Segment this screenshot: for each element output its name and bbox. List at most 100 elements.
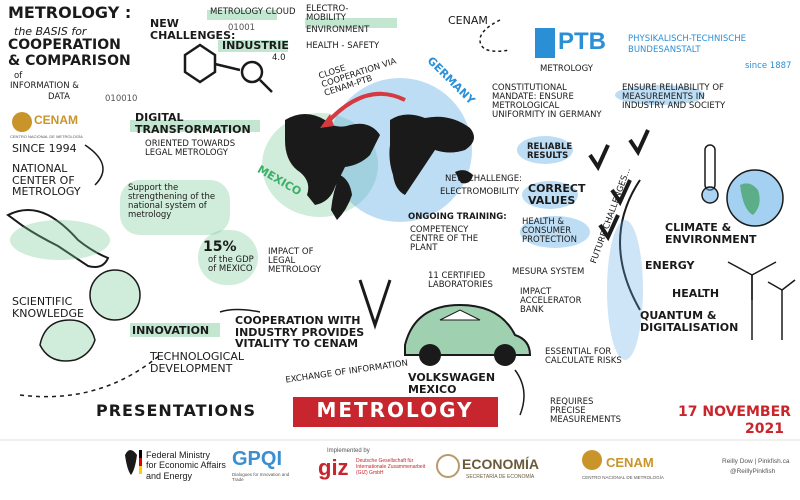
check-icon — [598, 214, 620, 242]
environment-text: ENVIRONMENT — [306, 25, 370, 35]
climate-text: CLIMATE & ENVIRONMENT — [665, 221, 757, 246]
arrow — [219, 308, 261, 313]
giz-sub: Deutsche Gesellschaft für Internationale… — [356, 458, 426, 476]
support-text: Support the strengthening of the nationa… — [128, 183, 216, 220]
strip-industrie — [218, 40, 288, 52]
comparison-text: & COMPARISON — [8, 53, 131, 69]
ptb-since: since 1887 — [745, 61, 792, 71]
vw-mexico: VOLKSWAGEN MEXICO — [408, 371, 496, 396]
new-challenge-label: NEW CHALLENGE: — [445, 174, 522, 184]
dashed-arrow — [479, 19, 511, 52]
data-text: DATA — [48, 92, 70, 102]
bmwi-line1: Federal Ministry — [146, 450, 211, 460]
energy-text: ENERGY — [645, 259, 695, 272]
health-future-text: HEALTH — [672, 287, 720, 300]
thermometer-bulb — [701, 186, 719, 204]
thermometer-icon — [704, 144, 716, 191]
metrology-cloud-text: METROLOGY CLOUD — [210, 7, 296, 17]
health-consumer: HEALTH & CONSUMER PROTECTION — [522, 217, 577, 245]
check-icon — [588, 144, 610, 172]
correct-values: CORRECT VALUES — [528, 182, 586, 207]
ptb-logo-mark — [535, 28, 555, 58]
arrow-head — [320, 114, 334, 128]
metrology-banner-text: METROLOGY — [316, 398, 474, 422]
reliable-results: RELIABLE RESULTS — [527, 142, 573, 161]
metrology-title: METROLOGY : — [8, 3, 132, 22]
gpqi-logo: GPQI — [232, 448, 283, 470]
industrie-text: INDUSTRIE — [222, 39, 289, 52]
date-line2: 2021 — [745, 421, 784, 437]
health-safety-text: HEALTH - SAFETY — [306, 41, 380, 51]
vw-beetle-icon — [404, 303, 532, 366]
bmwi-logo: Federal Ministry for Economic Affairs an… — [146, 450, 226, 481]
check-icon — [628, 129, 650, 157]
cooperation-industry: COOPERATION with INDUSTRY PROVIDES VITAL… — [235, 314, 365, 351]
oriented-text: ORIENTED TOWARDS LEGAL METROLOGY — [145, 139, 236, 158]
constitutional-text: CONSTITUTIONAL MANDATE: ENSURE METROLOGI… — [492, 83, 602, 120]
blob-health — [520, 216, 590, 248]
strip-environment — [305, 18, 397, 28]
ptb-logo: PTB — [558, 28, 606, 55]
basis-text: the BASIS for — [14, 25, 87, 38]
economia-seal-icon — [436, 454, 460, 478]
electromobility-map-text: ELECTROMOBILITY — [440, 187, 520, 197]
mesura-system: MESURA SYSTEM — [512, 267, 585, 277]
globe-land — [740, 183, 760, 215]
gdp-percent: 15% — [203, 239, 237, 255]
national-center-text: NATIONAL CENTER of METROLOGY — [12, 162, 81, 199]
economia-logo: ECONOMÍA — [462, 456, 539, 472]
arrow — [514, 369, 525, 416]
wind-turbine-icon — [727, 261, 796, 340]
quantum-text: QUANTUM & DIGITALISATION — [640, 309, 739, 334]
dashed-arrow — [19, 354, 161, 398]
blob-gdp — [198, 230, 258, 285]
innovation-text: INNOVATION — [132, 324, 210, 337]
gdp-text: of the GDP of MEXICO — [208, 255, 254, 274]
ptb-name-line2: BUNDESANSTALT — [628, 45, 701, 55]
of-text: of — [14, 71, 23, 81]
blob-correct — [522, 181, 578, 209]
presentations-title: PRESENTATIONS — [96, 401, 257, 420]
essential-text: ESSENTIAL for CALCULATE RISKS — [545, 347, 622, 366]
credit-line1: Reilly Dow | Pinkfish.ca — [722, 458, 790, 465]
economia-sub: SECRETARÍA DE ECONOMÍA — [466, 474, 535, 480]
ongoing-training: ONGOING TRAINING: — [408, 212, 507, 222]
check-icon — [610, 179, 632, 207]
binary-text: 01001 — [228, 23, 256, 33]
bmwi-line2: for Economic Affairs — [146, 460, 226, 471]
blob-reliable — [517, 136, 573, 164]
digital-transformation-text: DIGITAL TRANSFORMATION — [135, 111, 251, 136]
information-text: INFORMATION & — [10, 81, 79, 91]
australia-shape — [455, 170, 473, 184]
blob-support — [120, 180, 230, 235]
certified-labs: 11 CERTIFIED LABORATORIES — [428, 271, 493, 290]
mexico-map — [6, 209, 110, 268]
strip-digital — [130, 120, 260, 132]
scientific-knowledge: SCIENTIFIC KNOWLEDGE — [12, 295, 84, 320]
arrow — [84, 144, 104, 186]
impact-legal-text: IMPACT of LEGAL METROLOGY — [268, 247, 321, 275]
cenam-footer-logo: CENAM — [606, 455, 654, 470]
cenam-since: SINCE 1994 — [12, 142, 77, 155]
cooperation-arrow — [323, 91, 406, 127]
molecule-icon — [183, 43, 273, 93]
future-blob — [607, 220, 643, 360]
cenam-footer-sub: CENTRO NACIONAL DE METROLOGÍA — [582, 475, 664, 480]
ensure-text: ENSURE RELIABILITY of MEASUREMENTS in IN… — [622, 83, 726, 111]
impact-accelerator: IMPACT ACCELERATOR BANK — [520, 287, 582, 315]
industrie-version: 4.0 — [272, 53, 286, 63]
binary-text-2: 010010 — [105, 94, 138, 104]
lightbulb-bubble — [89, 269, 141, 321]
cenam-logo-mark — [12, 112, 32, 132]
giz-logo: giz — [318, 455, 349, 480]
technological-text: TECHNOLOGICAL DEVELOPMENT — [150, 350, 245, 375]
cenam-logo-sub: CENTRO NACIONAL DE METROLOGÍA — [10, 134, 83, 139]
strip-innovation — [130, 323, 220, 337]
giz-implemented: Implemented by — [327, 448, 370, 454]
vitality-v-icon — [358, 279, 392, 330]
eagle-icon — [125, 450, 137, 475]
ptb-metrology: METROLOGY — [540, 64, 593, 74]
cenam-link-label: CENAM — [448, 14, 488, 27]
blob-ensure — [615, 85, 705, 105]
